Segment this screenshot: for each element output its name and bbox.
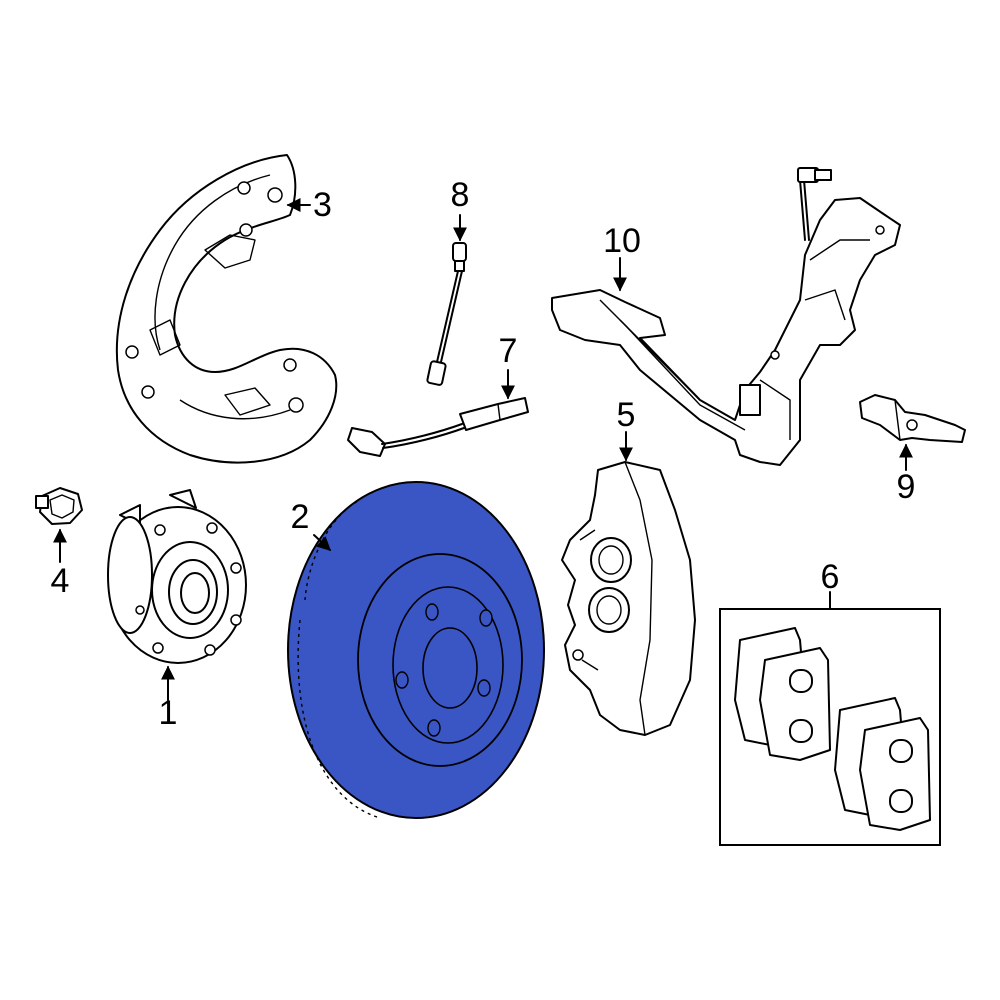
hub-assembly-part[interactable] (107, 489, 247, 664)
callout-5: 5 (617, 396, 636, 434)
harness-bracket-part[interactable] (551, 167, 901, 466)
callout-6: 6 (821, 558, 840, 596)
callout-1: 1 (159, 694, 178, 732)
speed-sensor-part[interactable] (859, 394, 966, 443)
splash-shield-part[interactable] (115, 154, 338, 464)
callout-9: 9 (897, 468, 916, 506)
callout-4: 4 (51, 562, 70, 600)
wear-sensor-lower-part[interactable] (347, 397, 529, 457)
callout-labels: 3 8 7 10 5 9 4 1 2 6 (51, 176, 916, 732)
wear-sensor-upper-part[interactable] (426, 242, 467, 386)
callout-2: 2 (291, 498, 310, 536)
brake-rotor-part[interactable] (287, 481, 545, 819)
callout-3: 3 (313, 186, 332, 224)
callout-7: 7 (499, 332, 518, 370)
leader-lines (53, 198, 913, 701)
pad-set-part[interactable] (719, 608, 941, 846)
caliper-part[interactable] (561, 461, 696, 736)
hub-bolt-part[interactable] (35, 487, 83, 525)
callout-8: 8 (451, 176, 470, 214)
callout-10: 10 (603, 222, 641, 260)
